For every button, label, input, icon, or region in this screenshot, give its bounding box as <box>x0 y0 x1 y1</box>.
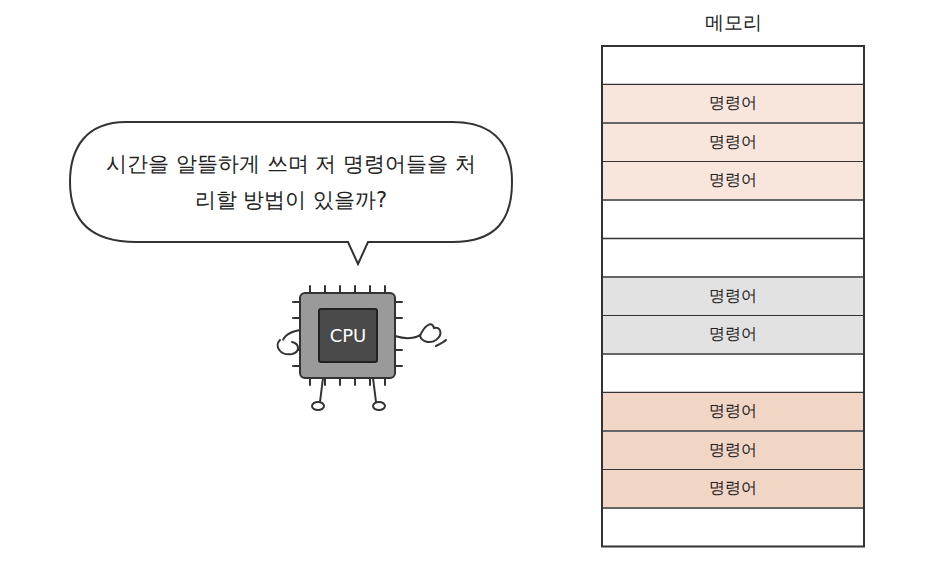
memory-grid <box>596 0 870 552</box>
instruction-label: 명령어 <box>709 132 757 153</box>
instruction-label: 명령어 <box>709 401 757 422</box>
instruction-label: 명령어 <box>709 324 757 345</box>
instruction-cell: 명령어 <box>603 124 863 161</box>
memory-title: 메모리 <box>596 10 870 36</box>
instruction-cell: 명령어 <box>603 470 863 507</box>
instruction-cell: 명령어 <box>603 393 863 430</box>
instruction-cell: 명령어 <box>603 162 863 199</box>
instruction-label: 명령어 <box>709 478 757 499</box>
speech-bubble: 시간을 알뜰하게 쓰며 저 명령어들을 처리할 방법이 있을까? <box>66 118 516 270</box>
instruction-cell: 명령어 <box>603 316 863 353</box>
instruction-cell: 명령어 <box>603 85 863 122</box>
memory-column: 명령어명령어명령어명령어명령어명령어명령어명령어메모리 <box>596 0 870 552</box>
cpu-chip: CPU <box>318 308 378 363</box>
instruction-label: 명령어 <box>709 440 757 461</box>
bubble-text: 시간을 알뜰하게 쓰며 저 명령어들을 처리할 방법이 있을까? <box>106 146 476 218</box>
instruction-label: 명령어 <box>709 170 757 191</box>
instruction-cell: 명령어 <box>603 278 863 315</box>
chip-label: CPU <box>330 325 367 346</box>
instruction-label: 명령어 <box>709 286 757 307</box>
instruction-cell: 명령어 <box>603 432 863 469</box>
instruction-label: 명령어 <box>709 93 757 114</box>
